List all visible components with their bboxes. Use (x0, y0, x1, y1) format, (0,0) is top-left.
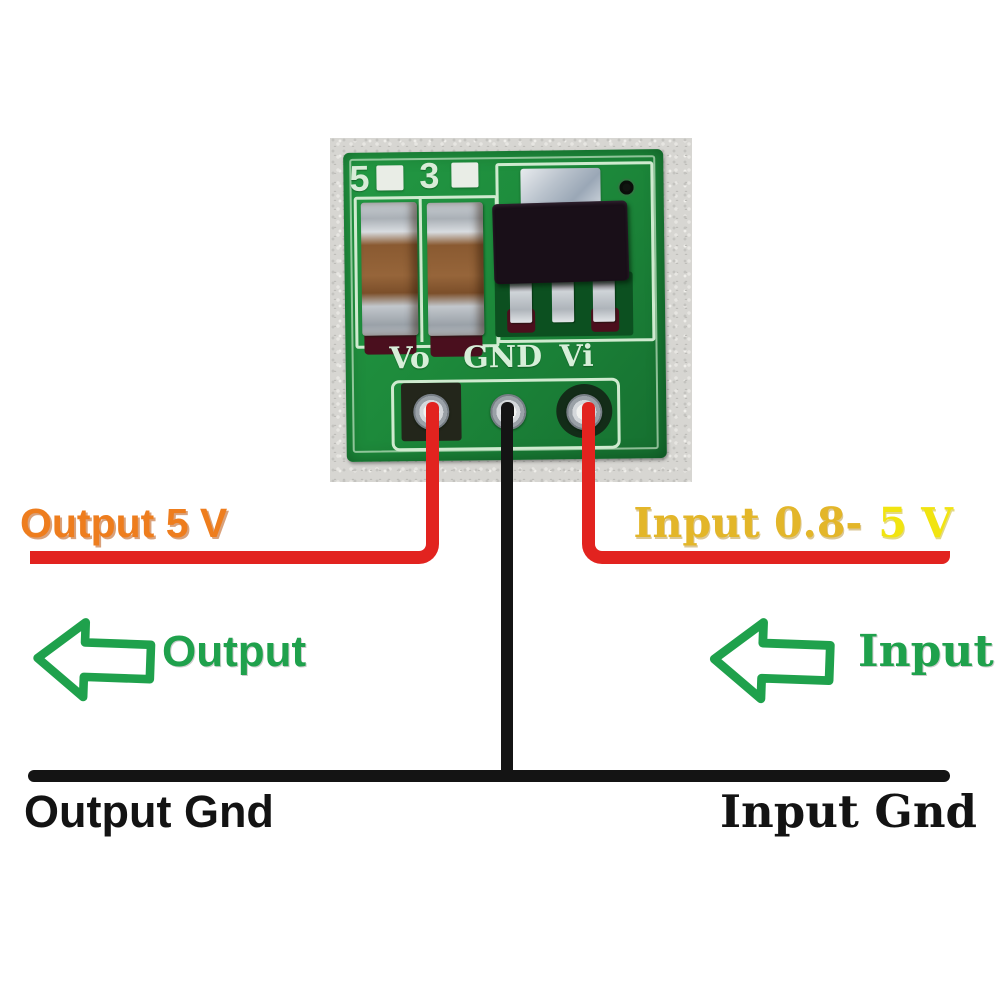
capacitor (426, 202, 485, 336)
ic-leg (509, 278, 533, 323)
gnd-wire (501, 414, 513, 781)
jumper-5-label: 5 (349, 157, 370, 199)
ic-leg (551, 278, 575, 323)
pcb-photo: 5 3 Vo GND Vi (330, 138, 692, 482)
input-max-text: 5 V (878, 499, 953, 547)
input-range-text: Input 0.8- (633, 499, 863, 547)
ic-leg (592, 277, 616, 322)
output-arrow-label: Output (162, 627, 307, 676)
output-gnd-label: Output Gnd (24, 786, 274, 837)
vo-output-wire-end (30, 551, 40, 564)
ground-bus-line (28, 770, 950, 782)
pin-label-vi: Vi (559, 338, 594, 375)
input-arrow-label: Input (858, 626, 994, 677)
jumper-3-pad (451, 162, 479, 188)
vo-output-wire (30, 414, 439, 564)
output-voltage-label: Output 5 V (20, 500, 228, 546)
vi-wire-tip (582, 402, 595, 416)
mounting-dot (619, 180, 634, 195)
input-arrow-icon (709, 618, 835, 704)
pin-label-vo: Vo (389, 340, 431, 377)
input-voltage-label: Input 0.8-5 V (633, 503, 953, 544)
gnd-wire-tip (501, 402, 514, 416)
input-gnd-label: Input Gnd (720, 785, 978, 838)
capacitor (360, 202, 419, 336)
output-arrow-icon (33, 618, 156, 702)
pin-label-gnd: GND (462, 339, 543, 376)
vo-wire-tip (426, 402, 439, 416)
jumper-5-pad (376, 165, 404, 191)
jumper-3-label: 3 (419, 154, 440, 197)
vi-input-wire (582, 414, 950, 564)
voltage-regulator-ic (492, 200, 630, 285)
